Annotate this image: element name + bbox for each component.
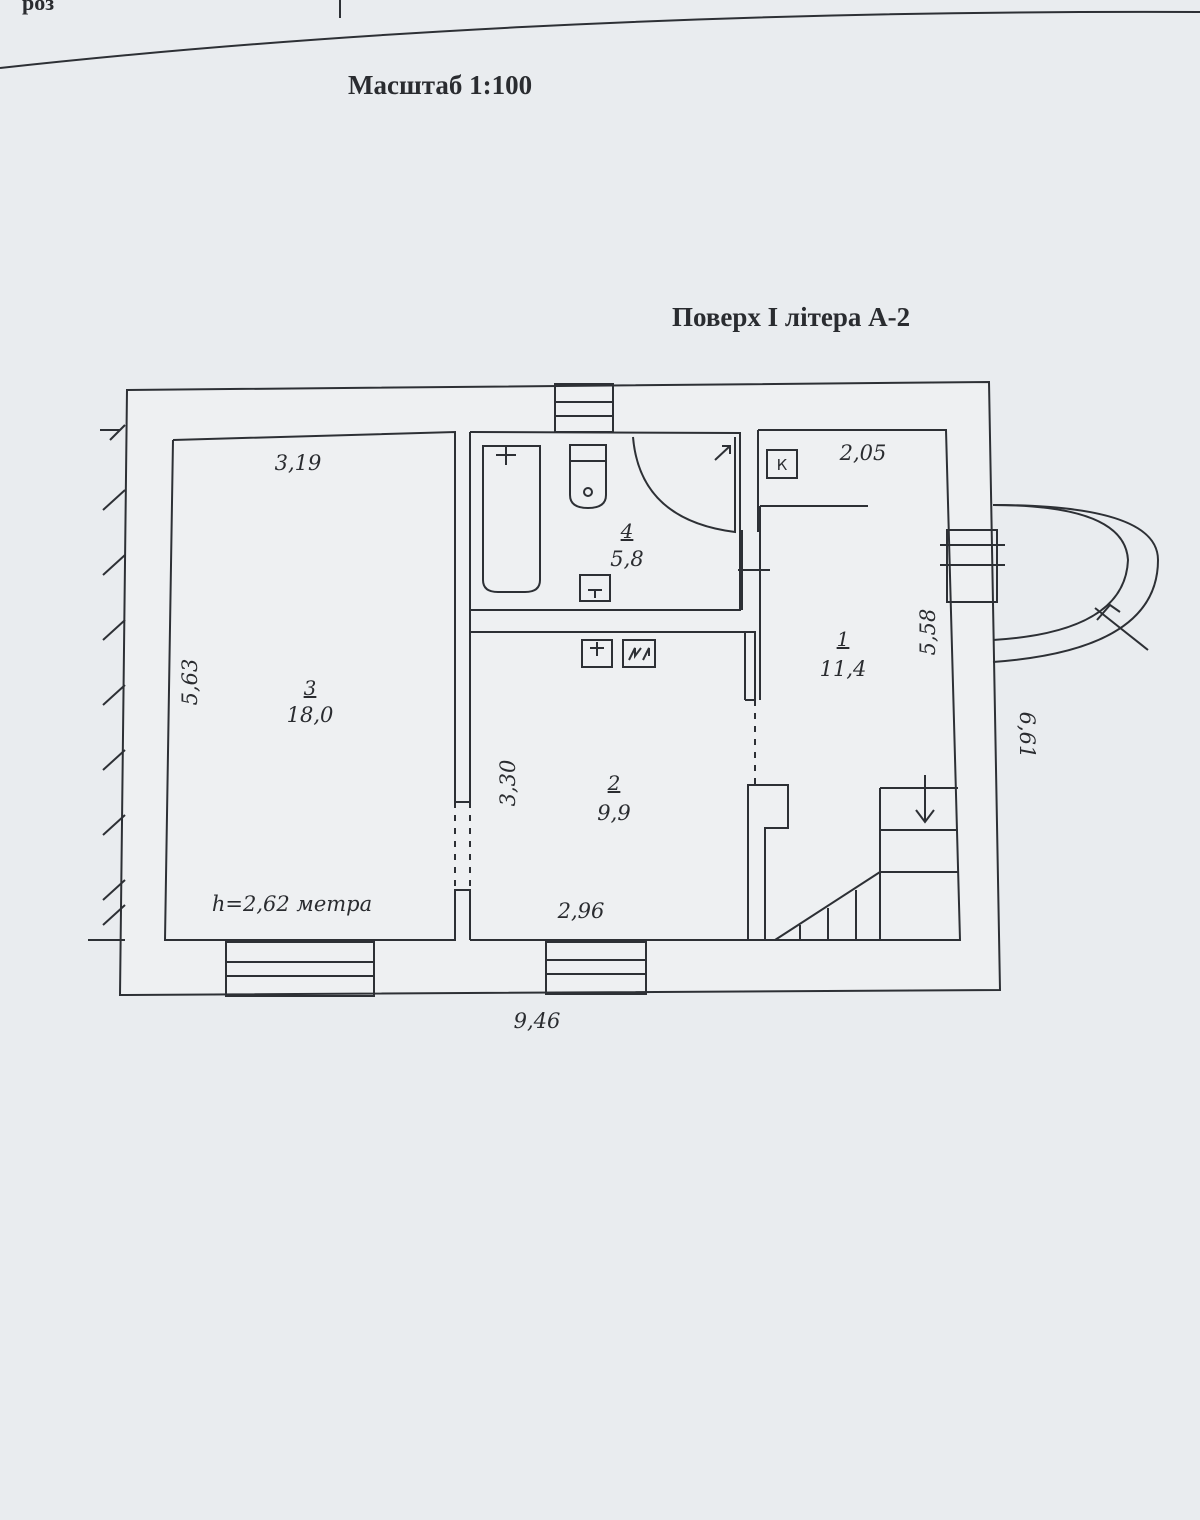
dim-room2-width: 2,96 (557, 899, 605, 923)
room-3-area: 18,0 (287, 703, 334, 727)
left-wall-hatching (88, 424, 126, 941)
scale-label: Масштаб 1:100 (348, 70, 532, 100)
top-form-fragment: роз (0, 0, 1200, 69)
room-1-number: 1 (837, 627, 850, 651)
room-3-number: 3 (304, 676, 317, 700)
chimney-box (766, 449, 798, 479)
dim-room1-width: 2,05 (839, 441, 887, 465)
room-4-number: 4 (620, 519, 634, 543)
dim-room3-width: 3,19 (275, 451, 322, 475)
shower-icon (632, 436, 736, 534)
dim-room1-depth: 5,58 (916, 609, 940, 656)
sink-icon (579, 574, 611, 602)
room-4-area: 5,8 (610, 547, 643, 571)
dim-room3-depth: 5,63 (178, 659, 202, 706)
window-bottom-center (545, 941, 647, 995)
room-1-area: 11,4 (820, 657, 867, 681)
room-2-area: 9,9 (597, 801, 630, 825)
toilet-icon (569, 444, 607, 510)
window-bottom-left (225, 941, 375, 997)
dim-room2-depth: 3,30 (496, 760, 520, 807)
electric-stove-icon (622, 639, 656, 668)
bathtub-icon (482, 445, 541, 593)
room-2: 2 9,9 (469, 631, 789, 941)
window-top (554, 383, 614, 433)
room-2-number: 2 (607, 771, 621, 795)
dim-outer-width: 9,46 (514, 1009, 561, 1033)
header-fragment-text: роз (22, 0, 54, 15)
ceiling-height-label: h=2,62 метра (212, 892, 372, 916)
outer-wall (118, 380, 1002, 997)
room-1-hall: К 1 11,4 (738, 429, 962, 941)
room-4-bathroom: 4 5,8 (469, 431, 741, 611)
kitchen-sink-icon (581, 639, 613, 668)
stairs-icon (774, 775, 958, 941)
chimney-label: К (777, 456, 788, 474)
dim-outer-depth: 6,61 (1015, 712, 1039, 759)
entrance-porch (940, 504, 1160, 663)
floor-label: Поверх І літера А-2 (672, 302, 910, 332)
